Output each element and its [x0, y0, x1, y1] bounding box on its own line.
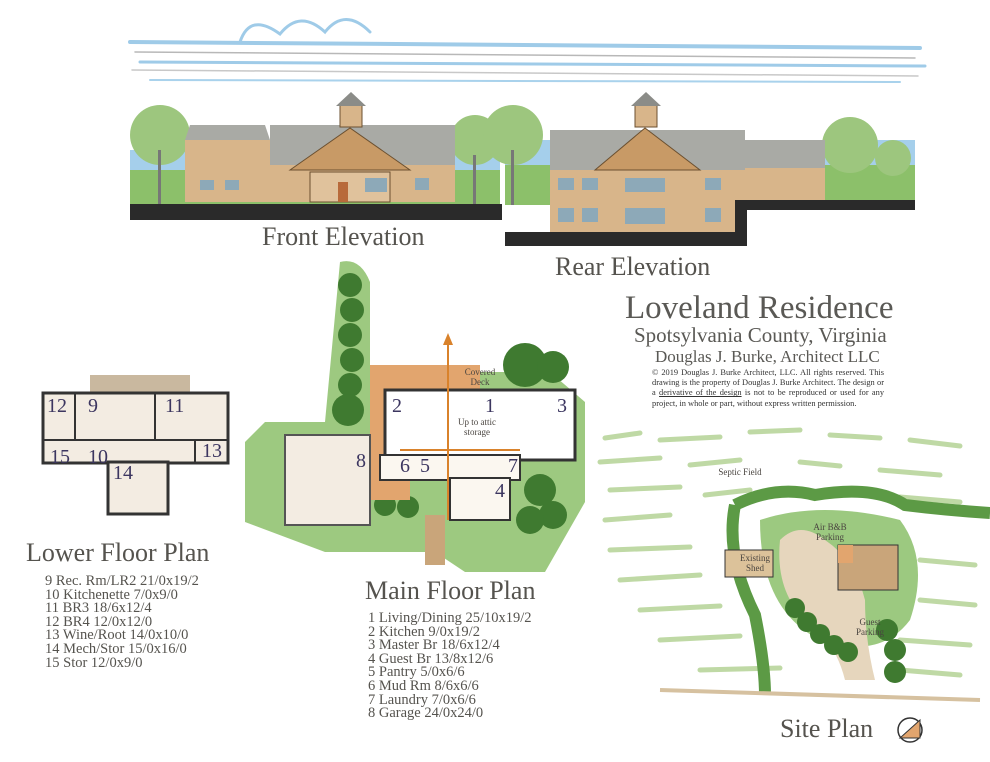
room-number: 5: [420, 455, 430, 477]
room-number: 9: [88, 395, 98, 417]
room-item: 5 Pantry 5/0x6/6: [368, 664, 465, 681]
lower-floor-heading: Lower Floor Plan: [26, 538, 210, 567]
guest-parking-label: Guest Parking: [856, 617, 884, 637]
room-number: 12: [47, 395, 67, 417]
room-number: 4: [495, 480, 505, 502]
airbnb-parking-label: Air B&B Parking: [813, 522, 847, 542]
room-item: 4 Guest Br 13/8x12/6: [368, 650, 494, 667]
room-item: 7 Laundry 7/0x6/6: [368, 691, 476, 708]
room-item: 15 Stor 12/0x9/0: [45, 654, 143, 671]
room-number: 10: [88, 446, 108, 468]
main-floor-heading: Main Floor Plan: [365, 576, 536, 605]
attic-note: Up to attic storage: [458, 417, 496, 437]
rear-elevation-label: Rear Elevation: [555, 252, 711, 281]
room-number: 2: [392, 395, 402, 417]
room-number: 6: [400, 455, 410, 477]
lower-floor-plan: [41, 375, 230, 516]
room-item: 3 Master Br 18/6x12/4: [368, 637, 500, 654]
covered-deck-label: Covered Deck: [464, 367, 496, 387]
room-item: 13 Wine/Root 14/0x10/0: [45, 627, 189, 644]
room-item: 10 Kitchenette 7/0x9/0: [45, 586, 178, 603]
room-number: 15: [50, 446, 70, 468]
copyright-text: © 2019 Douglas J. Burke Architect, LLC. …: [652, 368, 884, 398]
room-number: 7: [508, 455, 518, 477]
septic-field-label: Septic Field: [718, 467, 762, 477]
project-title: Loveland Residence: [625, 290, 894, 326]
site-plan-heading: Site Plan: [780, 714, 874, 743]
room-item: 11 BR3 18/6x12/4: [45, 600, 152, 617]
main-floor-room-list: 1 Living/Dining 25/10x19/2 2 Kitchen 9/0…: [368, 610, 532, 722]
copyright-text-end: is not to be reproduced or used for any …: [652, 388, 885, 408]
room-item: 8 Garage 24/0x24/0: [368, 705, 484, 722]
main-floor-plan: [245, 261, 585, 572]
architect-name: Douglas J. Burke, Architect LLC: [655, 347, 880, 366]
room-item: 9 Rec. Rm/LR2 21/0x19/2: [45, 573, 199, 589]
sky-sketch: [128, 18, 927, 83]
room-number: 13: [202, 440, 222, 462]
room-number: 11: [165, 395, 185, 417]
existing-shed-label: Existing Shed: [739, 553, 770, 573]
lower-floor-room-list: 9 Rec. Rm/LR2 21/0x19/2 10 Kitchenette 7…: [45, 573, 199, 671]
front-elevation-label: Front Elevation: [262, 222, 425, 251]
room-item: 1 Living/Dining 25/10x19/2: [368, 610, 532, 626]
room-item: 6 Mud Rm 8/6x6/6: [368, 677, 479, 694]
copyright-notice: © 2019 Douglas J. Burke Architect, LLC. …: [652, 368, 884, 409]
room-number: 3: [557, 395, 567, 417]
room-number: 14: [113, 462, 133, 484]
room-number: 8: [356, 450, 366, 472]
rear-elevation: [483, 92, 915, 246]
north-arrow-icon: [897, 717, 923, 743]
copyright-underlined: derivative of the design: [659, 388, 742, 398]
room-item: 12 BR4 12/0x12/0: [45, 613, 153, 630]
project-location: Spotsylvania County, Virginia: [634, 323, 887, 347]
room-item: 2 Kitchen 9/0x19/2: [368, 623, 480, 640]
room-item: 14 Mech/Stor 15/0x16/0: [45, 640, 187, 657]
front-elevation: [130, 92, 502, 220]
room-number: 1: [485, 395, 495, 417]
site-plan: [597, 427, 990, 702]
